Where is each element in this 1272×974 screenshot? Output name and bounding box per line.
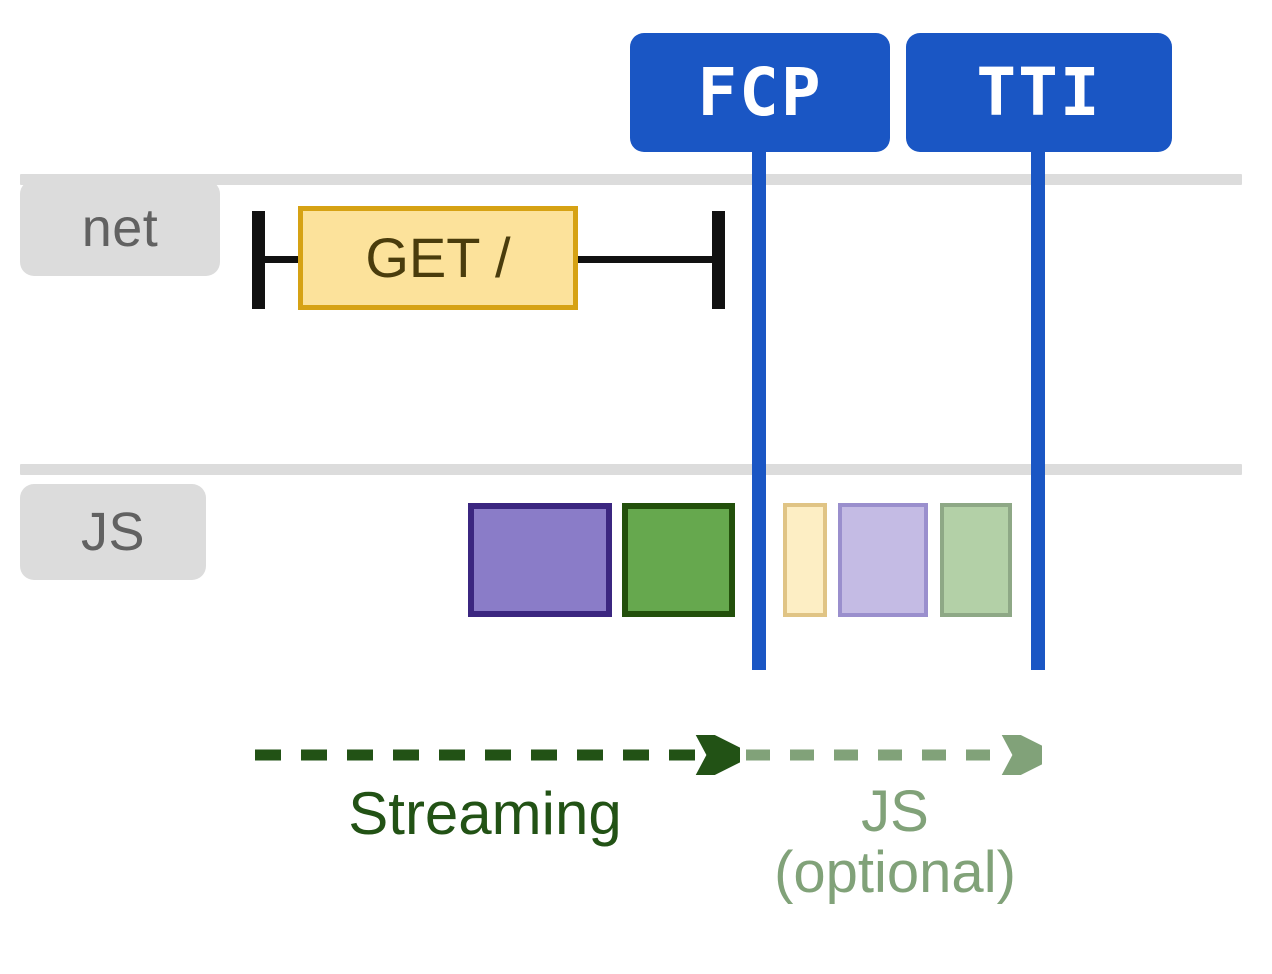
streaming-annotation-label: Streaming	[348, 780, 622, 847]
js-task-block	[940, 503, 1012, 617]
streaming-arrow-icon	[255, 735, 740, 775]
row-label-net: net	[20, 180, 220, 276]
js-optional-annotation-label: JS (optional)	[774, 779, 1016, 905]
js-task-block	[783, 503, 827, 617]
row-label-js: JS	[20, 484, 206, 580]
js-task-block	[468, 503, 612, 617]
row-separator-net	[20, 174, 1242, 185]
metric-line-tti	[1031, 118, 1045, 670]
js-task-block	[622, 503, 735, 617]
row-separator-js	[20, 464, 1242, 475]
metric-badge-fcp: FCP	[630, 33, 890, 152]
network-request-box: GET /	[298, 206, 578, 310]
js-optional-arrow-icon	[746, 735, 1042, 775]
metric-line-fcp	[752, 118, 766, 670]
metric-badge-tti: TTI	[906, 33, 1172, 152]
network-request-start-cap	[252, 211, 265, 309]
network-request-end-cap	[712, 211, 725, 309]
js-task-block	[838, 503, 928, 617]
